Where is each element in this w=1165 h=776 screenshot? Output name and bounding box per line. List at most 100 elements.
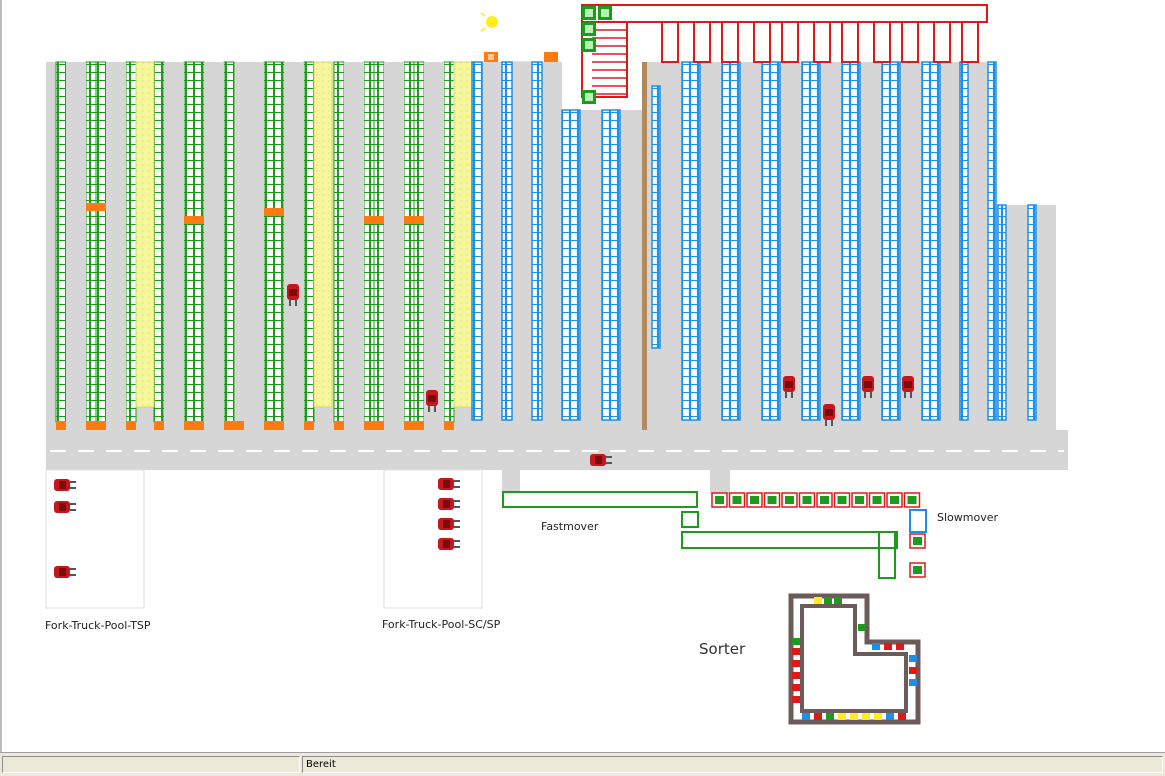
green-rack	[183, 61, 195, 423]
forklifts[interactable]	[54, 284, 914, 578]
forklift-icon[interactable]	[54, 479, 76, 491]
aisle-strip	[164, 62, 184, 430]
blue-rack	[921, 61, 941, 421]
red-rack	[901, 21, 919, 63]
blue-rack	[721, 61, 741, 421]
forklift-icon[interactable]	[783, 376, 795, 398]
blue-rack	[997, 204, 1007, 421]
forklift-icon[interactable]	[902, 376, 914, 398]
orange-marker	[334, 421, 344, 430]
sorter-item	[802, 713, 810, 720]
sorter-item	[792, 672, 800, 679]
sorter-item	[824, 597, 832, 604]
orange-markers	[56, 203, 454, 430]
forklift-icon[interactable]	[287, 284, 299, 306]
green-rack	[125, 61, 137, 423]
blue-rack	[841, 61, 861, 421]
slow-station-core	[820, 496, 829, 504]
sorter-label: Sorter	[699, 640, 746, 658]
red-rack	[781, 21, 799, 63]
green-rack	[363, 61, 375, 423]
blue-rack	[881, 61, 901, 421]
blue-rack	[801, 61, 821, 421]
slow-station-core	[715, 496, 724, 504]
sorter-item	[886, 713, 894, 720]
sorter-items	[792, 597, 917, 720]
green-rack	[413, 61, 425, 423]
slow-station-core	[837, 496, 847, 504]
warehouse-canvas[interactable]: Fastmover Slowmover Sorter Fork-Truck-Po…	[0, 0, 1165, 752]
orange-marker	[304, 421, 314, 430]
slow-station-core	[872, 496, 882, 504]
fork-truck-pool-tsp-area[interactable]	[45, 469, 145, 609]
aisle-strip	[106, 62, 126, 430]
sorter-item	[792, 696, 800, 703]
slow-station-core	[913, 537, 922, 545]
orange-marker	[154, 421, 164, 430]
sorter-item	[792, 684, 800, 691]
sorter-item	[834, 597, 842, 604]
green-rack	[333, 61, 345, 423]
green-rack	[193, 61, 205, 423]
yellow-lane	[313, 61, 333, 408]
green-rack	[223, 61, 235, 423]
status-pane-left	[2, 756, 300, 773]
sorter-item	[826, 713, 834, 720]
red-rack	[693, 21, 711, 63]
pool-scsp-label: Fork-Truck-Pool-SC/SP	[382, 618, 501, 631]
road-connector	[502, 468, 520, 492]
blue-rack	[761, 61, 781, 421]
brown-pole	[642, 62, 647, 430]
red-rack	[961, 21, 979, 63]
slow-station-core	[890, 496, 899, 504]
red-rack	[841, 21, 859, 63]
green-rack	[55, 61, 67, 423]
lamp-icon	[480, 12, 498, 32]
orange-marker	[126, 421, 136, 430]
fork-truck-pool-scsp-area[interactable]	[383, 469, 483, 609]
forklift-icon[interactable]	[862, 376, 874, 398]
station-core	[585, 93, 593, 101]
status-bar: Bereit	[0, 752, 1165, 776]
forklift-icon[interactable]	[54, 501, 76, 513]
station-core	[585, 9, 593, 17]
red-rack-area[interactable]	[581, 4, 988, 98]
sorter-item	[872, 643, 880, 650]
forklift-icon[interactable]	[590, 454, 612, 466]
sorter-item	[874, 713, 882, 720]
forklift-icon[interactable]	[438, 518, 460, 530]
sorter-item	[898, 713, 906, 720]
blue-rack	[561, 109, 581, 421]
blue-rack	[531, 61, 543, 421]
sorter-item	[909, 679, 917, 686]
green-rack	[263, 61, 275, 423]
green-rack	[403, 61, 415, 423]
forklift-icon[interactable]	[438, 538, 460, 550]
forklift-icon[interactable]	[438, 498, 460, 510]
warehouse-layout[interactable]	[2, 0, 1165, 752]
aisle-strip	[244, 62, 264, 430]
top-green-stations[interactable]	[582, 6, 612, 104]
green-rack-rows[interactable]	[55, 61, 455, 430]
sorter-item	[814, 713, 822, 720]
forklift-icon[interactable]	[823, 404, 835, 426]
aisle	[472, 62, 562, 430]
forklift-icon[interactable]	[54, 566, 76, 578]
orange-marker	[264, 208, 284, 216]
sorter-loop[interactable]	[788, 593, 921, 725]
yellow-lane	[135, 61, 155, 408]
blue-rack	[471, 61, 483, 421]
blue-rack	[601, 109, 621, 421]
orange-marker	[364, 216, 384, 224]
sorter-item	[792, 660, 800, 667]
forklift-icon[interactable]	[426, 390, 438, 412]
sorter-item	[792, 648, 800, 655]
slowmover-stations[interactable]	[711, 492, 926, 578]
conveyor-lines[interactable]	[502, 491, 927, 579]
blue-rack	[501, 61, 513, 421]
forklift-icon[interactable]	[438, 478, 460, 490]
slow-station-core	[785, 496, 794, 504]
orange-marker	[404, 421, 424, 430]
blue-rack-rows[interactable]	[471, 61, 1037, 421]
red-rack	[661, 21, 679, 63]
